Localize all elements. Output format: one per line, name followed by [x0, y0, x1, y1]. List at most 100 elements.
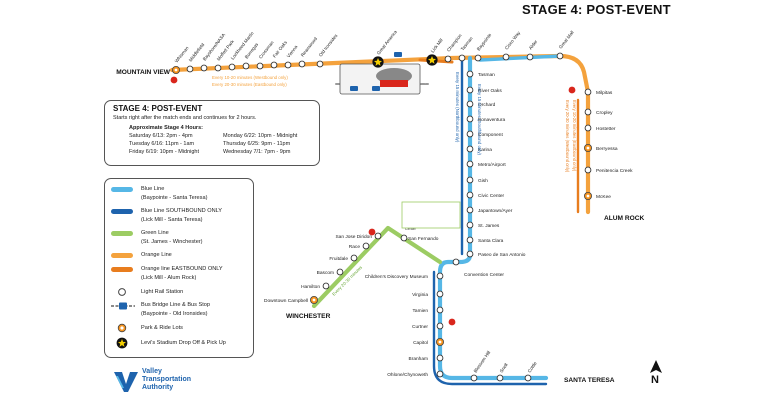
station-label: St. James	[478, 223, 500, 229]
station-marker	[284, 61, 292, 69]
park-ride-center	[586, 146, 590, 150]
schedule-item: Tuesday 6/16: 11pm - 1am	[129, 141, 195, 147]
station-label: Downtown Campbell	[264, 298, 308, 304]
station-marker	[298, 60, 306, 68]
station-marker	[466, 221, 474, 229]
frequency-text: Every 20-30 minutes (Westbound only)	[565, 100, 570, 173]
station-marker	[524, 374, 532, 382]
station-label: Old Ironsides	[318, 33, 339, 58]
station-label: Great Mall	[558, 30, 575, 50]
station-label: Component	[478, 132, 503, 138]
panel-description: Starts right after the match ends and co…	[113, 115, 257, 121]
station-marker	[242, 62, 250, 70]
green-line-swatch	[111, 231, 133, 236]
station-marker	[458, 54, 466, 62]
stage-title: STAGE 4: POST-EVENT	[522, 2, 671, 17]
logo-line3: Authority	[142, 384, 174, 391]
station-marker	[322, 282, 330, 290]
station-label: Tasman	[460, 36, 474, 52]
station-marker	[436, 272, 444, 280]
station-icon	[118, 288, 126, 296]
legend-label: Park & Ride Lots	[141, 325, 183, 331]
station-marker	[200, 64, 208, 72]
map-legend: Blue Line (Baypointe - Santa Teresa) Blu…	[104, 178, 254, 358]
legend-detail: (Lick Mill - Santa Teresa)	[141, 217, 203, 223]
station-label: Curtner	[412, 324, 428, 330]
station-marker	[466, 70, 474, 78]
station-label: Japantown/Ayer	[478, 208, 513, 214]
station-marker	[436, 370, 444, 378]
orange-eastbound-swatch	[111, 267, 133, 272]
north-arrow: N	[648, 360, 664, 390]
legend-label: Green Line	[141, 230, 169, 236]
legend-label: Blue Line	[141, 186, 165, 192]
station-marker	[186, 65, 194, 73]
station-marker	[256, 62, 264, 70]
station-label: Paseo de San Antonio	[478, 252, 526, 258]
frequency-text: Every 10-20 minutes (Westbound only)	[212, 75, 288, 80]
terminal-label: WINCHESTER	[286, 313, 331, 320]
station-label: Orchard	[478, 102, 496, 108]
schedule-item: Friday 6/19: 10pm - Midnight	[129, 149, 200, 155]
station-marker	[400, 234, 408, 242]
station-label: Tasman	[478, 72, 495, 78]
station-marker	[474, 54, 482, 62]
station-marker	[584, 88, 592, 96]
station-marker	[526, 53, 534, 61]
station-marker	[316, 60, 324, 68]
station-label: San Jose Diridon	[335, 234, 372, 240]
station-label: Great America	[376, 29, 398, 56]
station-marker	[350, 254, 358, 262]
schedule-item: Monday 6/22: 10pm - Midnight	[223, 133, 298, 139]
station-label: Lick Mill	[430, 38, 444, 54]
blue-line-trunk	[437, 55, 549, 381]
station-label: Children's Discovery Museum	[365, 274, 428, 280]
rail-connection-icon	[368, 228, 376, 236]
legend-detail: (Baypointe - Santa Teresa)	[141, 195, 208, 201]
station-label: Lockheed Martin	[230, 30, 255, 60]
station-label: Virginia	[412, 292, 428, 298]
panel-hours-label: Approximate Stage 4 Hours:	[129, 125, 203, 131]
station-label: Snell	[499, 362, 509, 373]
legend-label: Blue Line SOUTHBOUND ONLY	[141, 208, 223, 214]
station-label: Race	[349, 244, 361, 250]
transfer-note-box	[401, 201, 461, 229]
green-line	[311, 225, 443, 309]
station-label: Baypointe	[476, 32, 493, 52]
station-label: River Oaks	[478, 88, 502, 94]
station-marker	[270, 61, 278, 69]
station-label: Cottle	[527, 361, 538, 374]
terminal-label: MOUNTAIN VIEW	[116, 69, 170, 76]
schedule-item: Saturday 6/13: 2pm - 4pm	[129, 133, 193, 139]
blue-line-swatch	[111, 187, 133, 192]
station-marker	[556, 52, 564, 60]
stadium-sign	[380, 80, 408, 87]
park-ride-center	[438, 340, 442, 344]
station-label: San Fernando	[408, 236, 439, 242]
legend-label: Levi's Stadium Drop Off & Pick Up	[141, 340, 226, 346]
station-label: Hamilton	[301, 284, 320, 290]
bus-icon	[372, 86, 380, 91]
station-label: Bonaventura	[478, 117, 506, 123]
vta-logo: Valley Transportation Authority	[112, 366, 242, 398]
vta-logo-mark	[114, 372, 138, 392]
station-marker	[584, 166, 592, 174]
frequency-text: Every 15 minutes (Northbound only)	[455, 72, 460, 143]
station-label: Vienna	[286, 44, 299, 59]
station-label: Cisco Way	[504, 30, 522, 51]
station-label: Ohlone/Chynoweth	[387, 372, 428, 378]
star-shape	[428, 56, 436, 64]
schedule-item: Wednesday 7/1: 7pm - 9pm	[223, 149, 291, 155]
station-marker	[436, 290, 444, 298]
station-label: Berryessa	[596, 146, 618, 152]
station-label: Blossom Hill	[473, 350, 492, 374]
north-arrow-icon	[650, 360, 662, 373]
park-ride-icon	[117, 323, 127, 333]
station-label: Bascom	[317, 270, 334, 276]
transfer-note-line: Center	[405, 227, 417, 231]
north-label: N	[651, 374, 659, 386]
station-marker	[466, 250, 474, 258]
station-marker	[436, 354, 444, 362]
rail-connection-icon	[448, 318, 456, 326]
